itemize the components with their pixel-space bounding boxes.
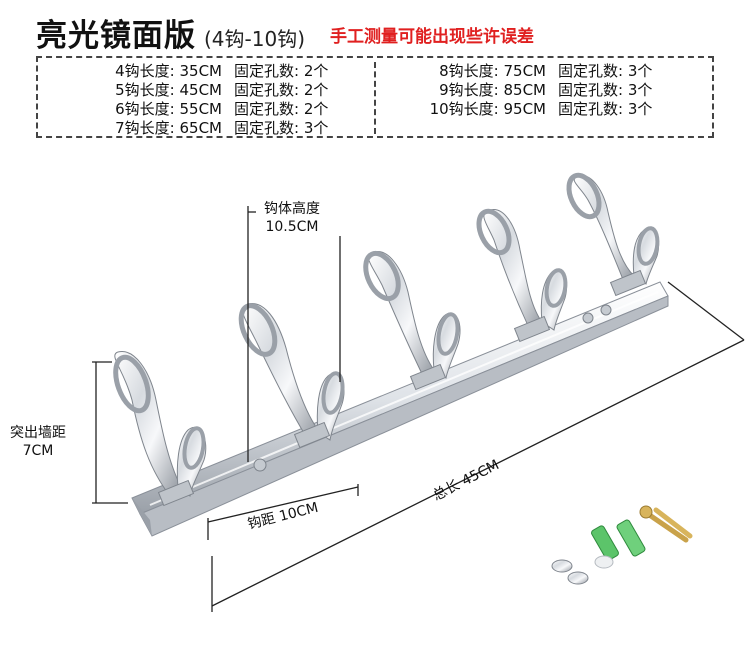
- spec-divider: [374, 62, 376, 134]
- measurement-note: 手工测量可能出现些许误差: [330, 27, 534, 47]
- spec-row: 10钩长度: 95CM 固定孔数: 3个: [376, 100, 712, 119]
- spec-row: 5钩长度: 45CM 固定孔数: 2个: [38, 81, 374, 100]
- hook-height-label: 钩体高度 10.5CM: [264, 200, 320, 236]
- total-length-line: [211, 339, 745, 607]
- spec-holes: 固定孔数: 3个: [558, 100, 653, 118]
- screw-hole: [582, 312, 594, 324]
- spec-length: 5钩长度: 45CM: [115, 81, 222, 99]
- spec-holes: 固定孔数: 3个: [558, 62, 653, 80]
- spec-row: 9钩长度: 85CM 固定孔数: 3个: [376, 81, 712, 100]
- spec-length: 10钩长度: 95CM: [429, 100, 546, 118]
- hook-height-title: 钩体高度: [264, 201, 320, 217]
- spec-length: 9钩长度: 85CM: [439, 81, 546, 99]
- hook: [476, 208, 568, 343]
- hook: [363, 250, 461, 391]
- screw-hole: [600, 304, 612, 316]
- spec-row: 8钩长度: 75CM 固定孔数: 3个: [376, 62, 712, 81]
- spec-row: 6钩长度: 55CM 固定孔数: 2个: [38, 100, 374, 119]
- hook: [113, 351, 207, 507]
- wall-distance-title: 突出墙距: [10, 425, 66, 441]
- title-row: 亮光镜面版 (4钩-10钩): [36, 10, 305, 56]
- spec-column-left: 4钩长度: 35CM 固定孔数: 2个 5钩长度: 45CM 固定孔数: 2个 6钩…: [38, 62, 374, 138]
- spec-holes: 固定孔数: 3个: [234, 119, 329, 137]
- hook: [238, 303, 345, 449]
- hook: [566, 172, 660, 297]
- wall-distance-label: 突出墙距 7CM: [10, 424, 66, 460]
- wall-distance-value: 7CM: [22, 443, 54, 459]
- screw-icon: [639, 505, 693, 543]
- spec-table: 4钩长度: 35CM 固定孔数: 2个 5钩长度: 45CM 固定孔数: 2个 6钩…: [36, 56, 714, 138]
- spec-holes: 固定孔数: 2个: [234, 62, 329, 80]
- spec-row: 4钩长度: 35CM 固定孔数: 2个: [38, 62, 374, 81]
- spec-holes: 固定孔数: 3个: [558, 81, 653, 99]
- wall-anchor-icon: [591, 519, 646, 561]
- page-title: 亮光镜面版: [36, 18, 196, 54]
- screw-cap-icon: [551, 555, 614, 585]
- spec-holes: 固定孔数: 2个: [234, 81, 329, 99]
- hook-height-value: 10.5CM: [265, 219, 319, 235]
- spec-length: 6钩长度: 55CM: [115, 100, 222, 118]
- hooks: [113, 172, 660, 507]
- spec-length: 4钩长度: 35CM: [115, 62, 222, 80]
- screw-hole: [253, 458, 267, 472]
- spec-length: 7钩长度: 65CM: [115, 119, 222, 137]
- mounting-accessories: [551, 505, 693, 585]
- hook-spacing-line: [207, 486, 359, 523]
- hook-range-subtitle: (4钩-10钩): [204, 27, 305, 51]
- dimension-lines: [92, 206, 745, 612]
- spec-row: 7钩长度: 65CM 固定孔数: 3个: [38, 119, 374, 138]
- spec-holes: 固定孔数: 2个: [234, 100, 329, 118]
- spec-column-right: 8钩长度: 75CM 固定孔数: 3个 9钩长度: 85CM 固定孔数: 3个 10…: [376, 62, 712, 119]
- spec-length: 8钩长度: 75CM: [439, 62, 546, 80]
- rail: [131, 281, 669, 537]
